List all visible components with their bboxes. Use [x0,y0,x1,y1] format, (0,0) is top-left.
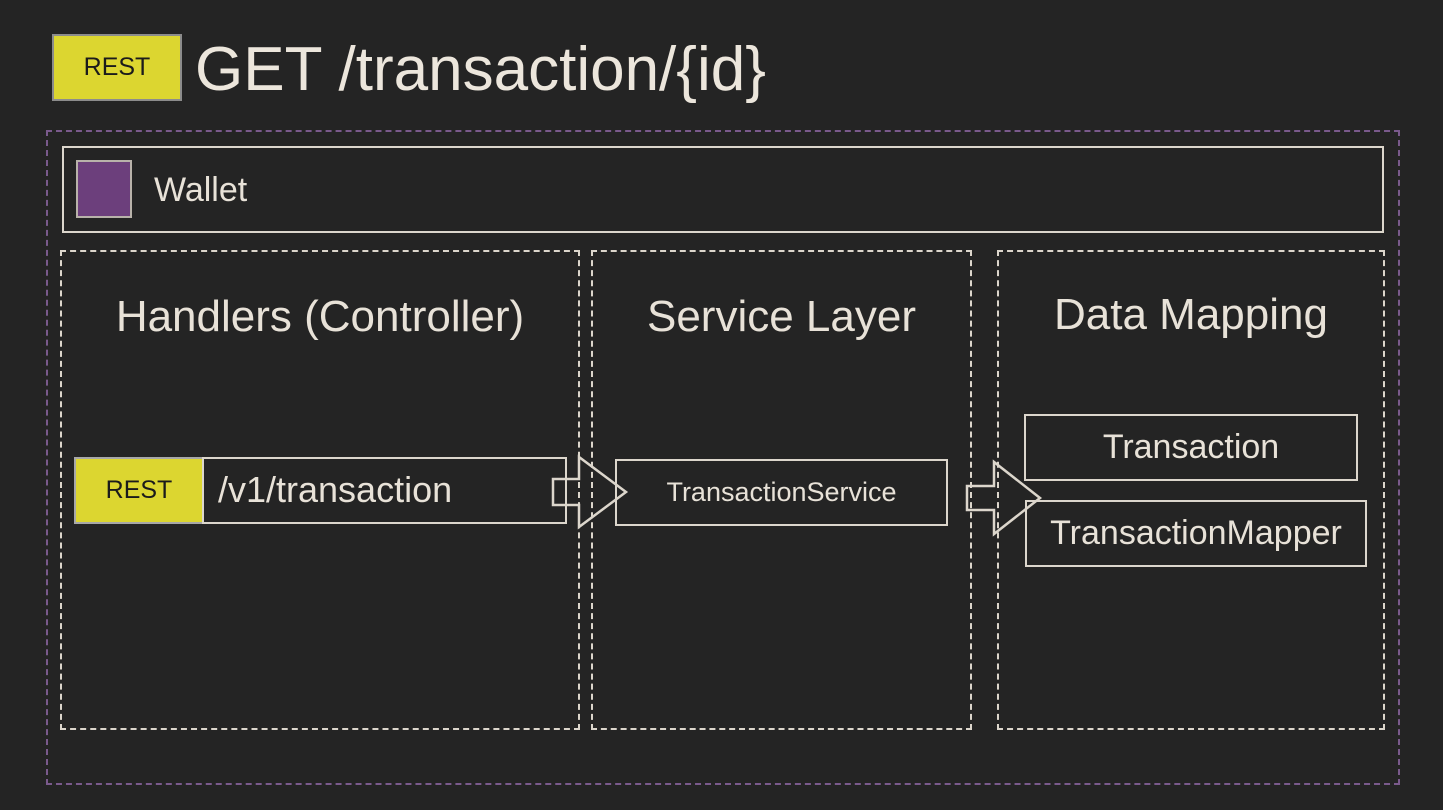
wallet-bar [62,146,1384,233]
handlers-panel: Handlers (Controller) [60,250,580,730]
endpoint-path: /v1/transaction [218,469,453,510]
service-layer-panel: Service Layer [591,250,972,730]
transaction-entity-box: Transaction [1024,414,1358,481]
data-mapping-panel-title: Data Mapping [1054,290,1328,339]
wallet-boundary [46,130,1400,785]
wallet-color-swatch [76,160,132,218]
page-title: GET /transaction/{id} [195,35,766,104]
data-mapping-panel: Data Mapping [997,250,1385,730]
service-layer-panel-title: Service Layer [646,292,916,341]
transaction-mapper-box: TransactionMapper [1025,500,1367,567]
endpoint-rest-badge: REST [74,457,204,524]
arrow-right-icon [551,454,629,530]
wallet-label: Wallet [154,171,248,209]
handlers-panel-title: Handlers (Controller) [115,292,525,341]
endpoint-path-box [202,457,567,524]
transaction-service-box: TransactionService [615,459,948,526]
rest-badge: REST [52,34,182,101]
arrow-right-icon [965,459,1043,537]
